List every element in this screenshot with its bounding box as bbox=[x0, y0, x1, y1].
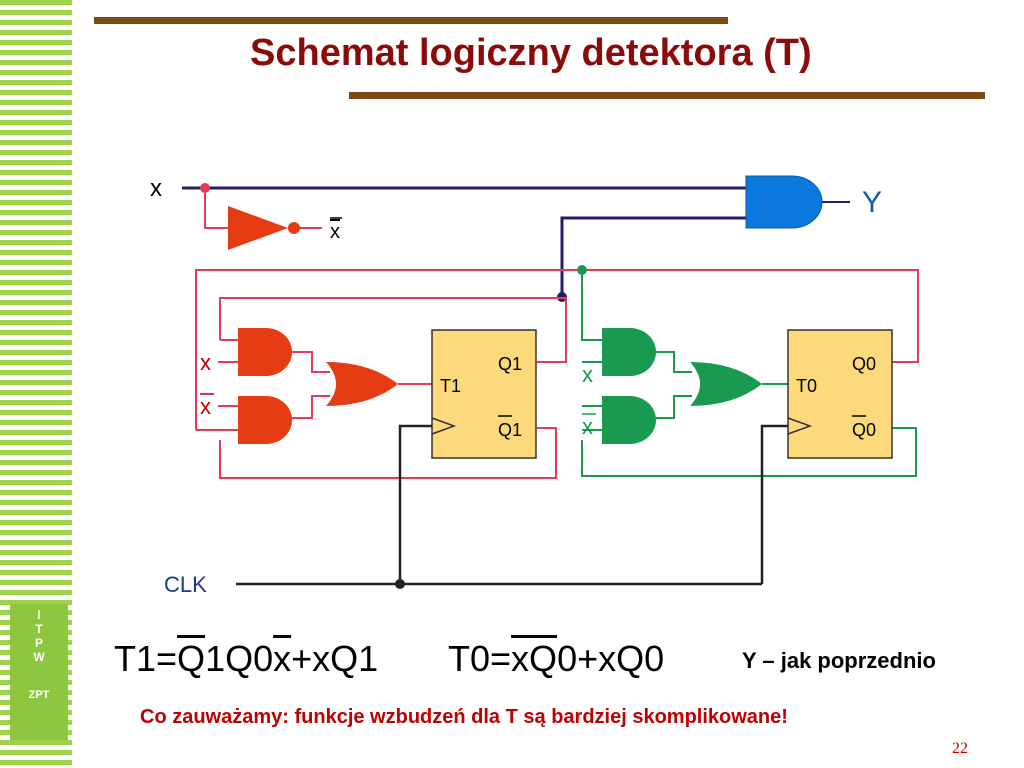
logo-letter: T bbox=[35, 622, 43, 636]
and-gate-red-top bbox=[238, 328, 292, 376]
eq-t0-term-0: 0 bbox=[557, 638, 578, 679]
green-xbar-label: x bbox=[582, 414, 593, 439]
ff0-name-label: T0 bbox=[796, 376, 817, 396]
ff1-name-label: T1 bbox=[440, 376, 461, 396]
itpw-logo: I T P W ZPT bbox=[10, 604, 68, 740]
or-gate-green bbox=[690, 362, 762, 406]
flip-flop-t1 bbox=[431, 329, 537, 459]
or-gate-red bbox=[326, 362, 398, 406]
flip-flop-t0 bbox=[787, 329, 893, 459]
t0-clock-triangle bbox=[787, 417, 813, 435]
equation-t0: T0=xQ0+xQ0 bbox=[448, 638, 664, 680]
title-bottom-rule bbox=[349, 92, 985, 99]
eq-t0-plus: + bbox=[577, 638, 599, 679]
eq-t1-lhs: T1 bbox=[114, 638, 157, 679]
title-top-rule bbox=[94, 17, 728, 24]
eq-t0-term-xbar: x bbox=[511, 638, 530, 679]
red-xbar-label: x bbox=[200, 394, 211, 419]
green-feedback-wires bbox=[581, 270, 917, 477]
clk-wires bbox=[236, 424, 788, 586]
footer-remark: Co zauważamy: funkcje wzbudzeń dla T są … bbox=[140, 706, 788, 728]
page-number: 22 bbox=[952, 740, 968, 757]
ff1-qbar-label: Q1 bbox=[498, 420, 522, 440]
and-gate-y bbox=[745, 175, 823, 229]
q1-to-y-wire bbox=[560, 216, 748, 297]
x-not-label: x bbox=[330, 221, 340, 243]
eq-t0-term-qbar: Q bbox=[529, 638, 558, 679]
eq-t1-term-xbar: x bbox=[273, 638, 292, 679]
and-gate-green-bottom bbox=[602, 396, 656, 444]
eq-t1-equals: = bbox=[156, 638, 178, 679]
x-input-label: x bbox=[150, 175, 162, 202]
equation-t1: T1=Q1Q0x+xQ1 bbox=[114, 638, 378, 680]
eq-t1-term-qbar: Q bbox=[177, 638, 206, 679]
clk-label: CLK bbox=[164, 572, 207, 597]
eq-t0-equals: = bbox=[490, 638, 512, 679]
not-gate bbox=[228, 206, 288, 250]
logo-caption: ZPT bbox=[28, 689, 50, 701]
eq-t1-term-1q0: 1Q0 bbox=[205, 638, 274, 679]
eq-t0-lhs: T0 bbox=[448, 638, 491, 679]
y-note: Y – jak poprzednio bbox=[742, 648, 936, 673]
logo-letter: W bbox=[33, 650, 45, 664]
red-feedback-wires bbox=[195, 269, 919, 479]
t1-clock-triangle bbox=[431, 417, 457, 435]
green-x-label: x bbox=[582, 362, 593, 387]
ff0-qbar-label: Q0 bbox=[852, 420, 876, 440]
eq-t1-term-xq1: xQ1 bbox=[312, 638, 379, 679]
eq-t1-plus: + bbox=[291, 638, 313, 679]
ff0-q-label: Q0 bbox=[852, 354, 876, 374]
ff1-q-label: Q1 bbox=[498, 354, 522, 374]
logo-letter: P bbox=[34, 636, 43, 650]
slide-title: Schemat logiczny detektora (T) bbox=[250, 32, 812, 74]
y-output-label: Y bbox=[862, 186, 882, 219]
green-junction-dot bbox=[577, 265, 587, 275]
red-x-label: x bbox=[200, 350, 211, 375]
and-gate-red-bottom bbox=[238, 396, 292, 444]
eq-t0-term-xq0: xQ0 bbox=[598, 638, 665, 679]
logo-letter: I bbox=[37, 608, 41, 622]
clk-junction-dot bbox=[395, 579, 405, 589]
x-junction-dot bbox=[200, 183, 210, 193]
and-gate-green-top bbox=[602, 328, 656, 376]
not-gate-bubble bbox=[288, 222, 300, 234]
